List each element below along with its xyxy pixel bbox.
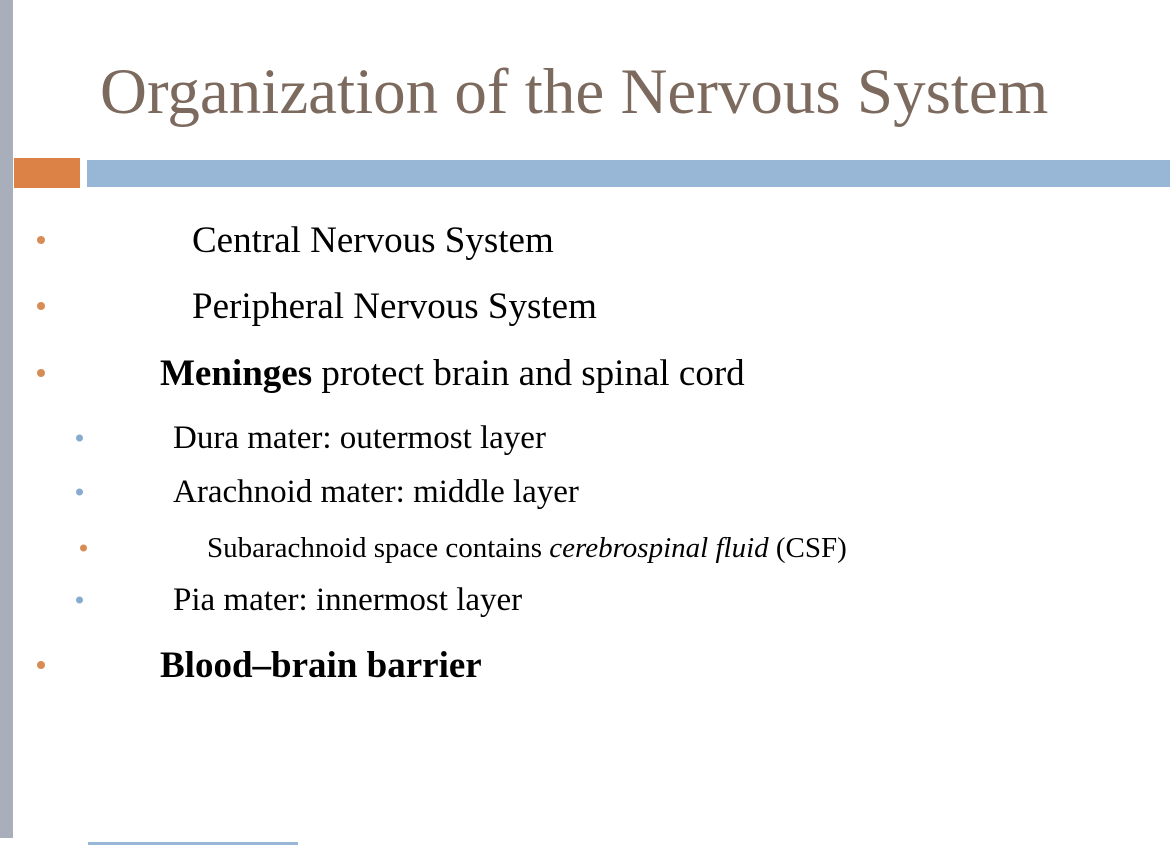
left-accent-strip <box>0 0 13 838</box>
accent-blue-bar <box>87 160 1170 187</box>
bullet-text: Meninges protect brain and spinal cord <box>160 352 745 395</box>
orange-bullet-icon <box>37 661 45 669</box>
bullet-text-bold: Blood–brain barrier <box>160 644 482 686</box>
bullet-item: Pia mater: innermost layer <box>0 572 1170 628</box>
bullet-text: Arachnoid mater: middle layer <box>173 473 579 510</box>
bullet-item: Arachnoid mater: middle layer <box>0 464 1170 520</box>
bullet-item: Subarachnoid space contains cerebrospina… <box>0 520 1170 576</box>
bullet-item: Dura mater: outermost layer <box>0 410 1170 466</box>
bullet-item: Peripheral Nervous System <box>0 273 1170 339</box>
orange-bullet-icon <box>37 302 45 310</box>
bullet-item: Central Nervous System <box>0 207 1170 273</box>
bullet-text: Central Nervous System <box>192 219 554 261</box>
bullet-text: Peripheral Nervous System <box>192 285 597 327</box>
bullet-text-italic: cerebrospinal fluid <box>549 531 769 564</box>
bullet-text: Pia mater: innermost layer <box>173 581 523 618</box>
orange-bullet-icon <box>37 369 45 377</box>
blue-bullet-icon <box>76 488 83 496</box>
next-slide-bar-sliver <box>88 842 298 845</box>
blue-bullet-icon <box>76 434 83 442</box>
blue-bullet-icon <box>76 596 83 604</box>
orange-bullet-icon <box>37 236 45 244</box>
bullet-text: Dura mater: outermost layer <box>173 419 546 456</box>
bullet-text-post: (CSF) <box>768 531 847 564</box>
bullet-text-pre: Subarachnoid space contains <box>207 531 550 564</box>
orange-bullet-icon <box>80 544 87 552</box>
bullet-text: Subarachnoid space contains cerebrospina… <box>207 532 847 565</box>
bullet-text-bold: Meninges <box>160 352 313 394</box>
slide-title: Organization of the Nervous System <box>100 56 1049 128</box>
accent-orange-square <box>14 158 80 188</box>
bullet-text: Blood–brain barrier <box>160 644 482 687</box>
bullet-text-rest: protect brain and spinal cord <box>312 352 745 394</box>
bullet-item: Meninges protect brain and spinal cord <box>0 340 1170 406</box>
bullet-item: Blood–brain barrier <box>0 632 1170 698</box>
